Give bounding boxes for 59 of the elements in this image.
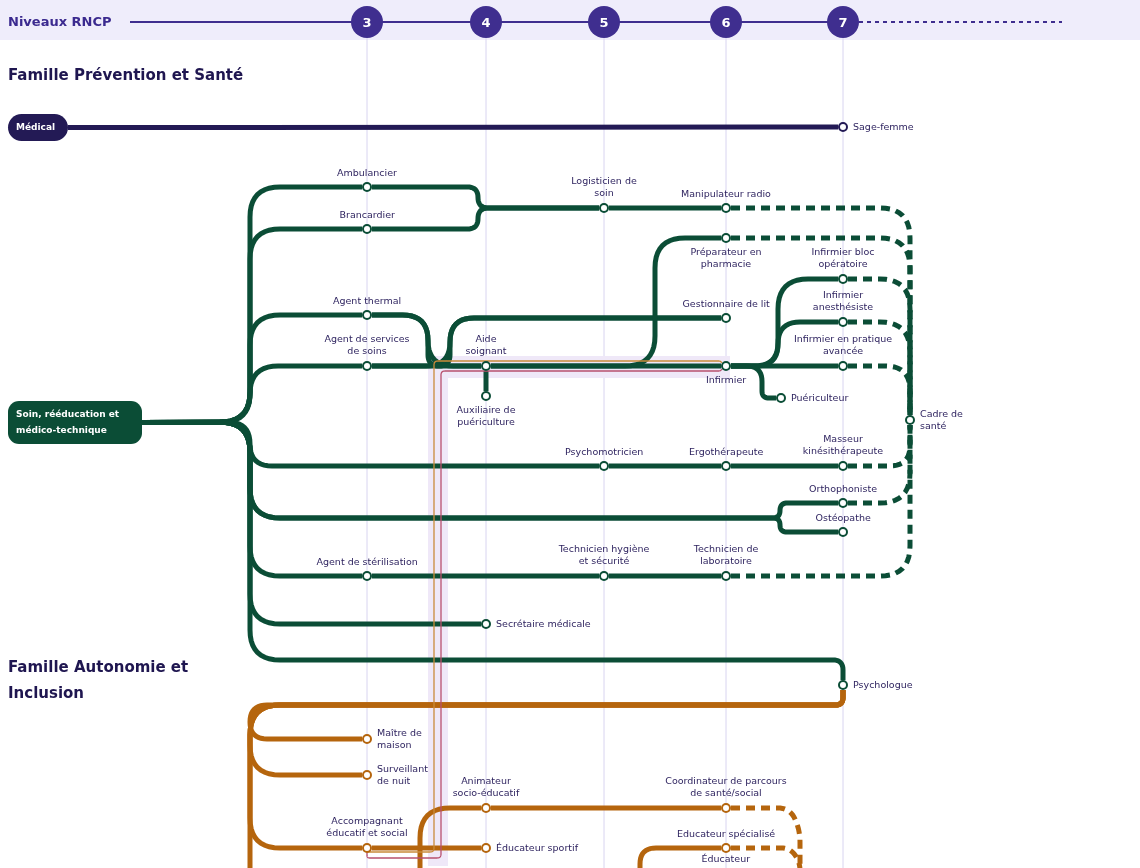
station-label: Infirmier en pratique avancée [793,333,893,358]
dashed-route-line [848,363,913,415]
route-line [372,205,599,232]
station-label: Ambulancier [337,167,397,180]
station-label: Psychologue [853,679,913,692]
station-label: Agent de stérilisation [316,556,418,569]
section-title: Famille Autonomie et Inclusion [8,657,190,705]
route-line [417,805,481,868]
station-label: Manipulateur radio [681,188,771,201]
station-label: Brancardier [339,209,395,222]
route-line [483,371,489,391]
station-label: Masseur kinésithérapeute [801,433,885,458]
station-label: Orthophoniste [809,483,877,496]
station-label: Ostéopathe [815,512,871,525]
station-label: Animateur socio-éducatif [451,775,521,800]
section-title: Famille Prévention et Santé [8,66,244,84]
station-label: Maître de maison [377,726,423,752]
route-line [372,363,481,369]
line-badge: Médical [8,114,68,141]
station-label: Préparateur en pharmacie [689,246,763,271]
route-line [68,124,838,130]
route-line [372,845,481,851]
axis-title: Niveaux RNCP [8,14,112,30]
dashed-route-line [731,425,913,579]
station-label: Technicien de laboratoire [692,543,760,568]
station-label: Psychomotricien [565,446,644,459]
dashed-route-line [731,845,803,868]
route-line [609,205,721,211]
station-label: Infirmier bloc opératoire [810,246,876,271]
station-label: Logisticien de soin [570,175,638,200]
station-label: Agent de services de soins [323,333,411,358]
station-label: Infirmier anesthésiste [811,289,875,314]
station-label: Agent thermal [333,295,402,308]
dashed-route-line [848,319,913,415]
line-badge: Soin, rééducation et médico-technique [8,401,142,444]
route-line [491,235,721,369]
route-line [609,573,721,579]
station-label: Sage-femme [853,121,914,134]
station-label: Puériculteur [791,392,849,405]
route-line [372,573,599,579]
station-label: Éducateur [701,853,751,866]
station-label: Educateur spécialisé [677,828,776,841]
route-line [609,463,721,469]
station-label: Cadre de santé [920,407,964,433]
station-label: Auxiliaire de puériculture [456,404,516,429]
route-line [491,805,721,811]
route-line [731,463,838,469]
station-label: Accompagnant éducatif et social [325,815,409,840]
station-label: Secrétaire médicale [496,618,591,631]
station-label: Infirmier [706,374,747,387]
station-label: Technicien hygiène et sécurité [557,543,651,568]
station-label: Gestionnaire de lit [682,298,770,311]
station-label: Surveillant de nuit [377,762,429,788]
station-label: Aide soignant [464,333,508,358]
station-label: Coordinateur de parcours de santé/social [664,775,788,800]
station-label: Ergothérapeute [689,446,764,459]
station-label: Éducateur sportif [496,842,579,855]
route-line [637,845,721,868]
route-line [731,363,776,401]
